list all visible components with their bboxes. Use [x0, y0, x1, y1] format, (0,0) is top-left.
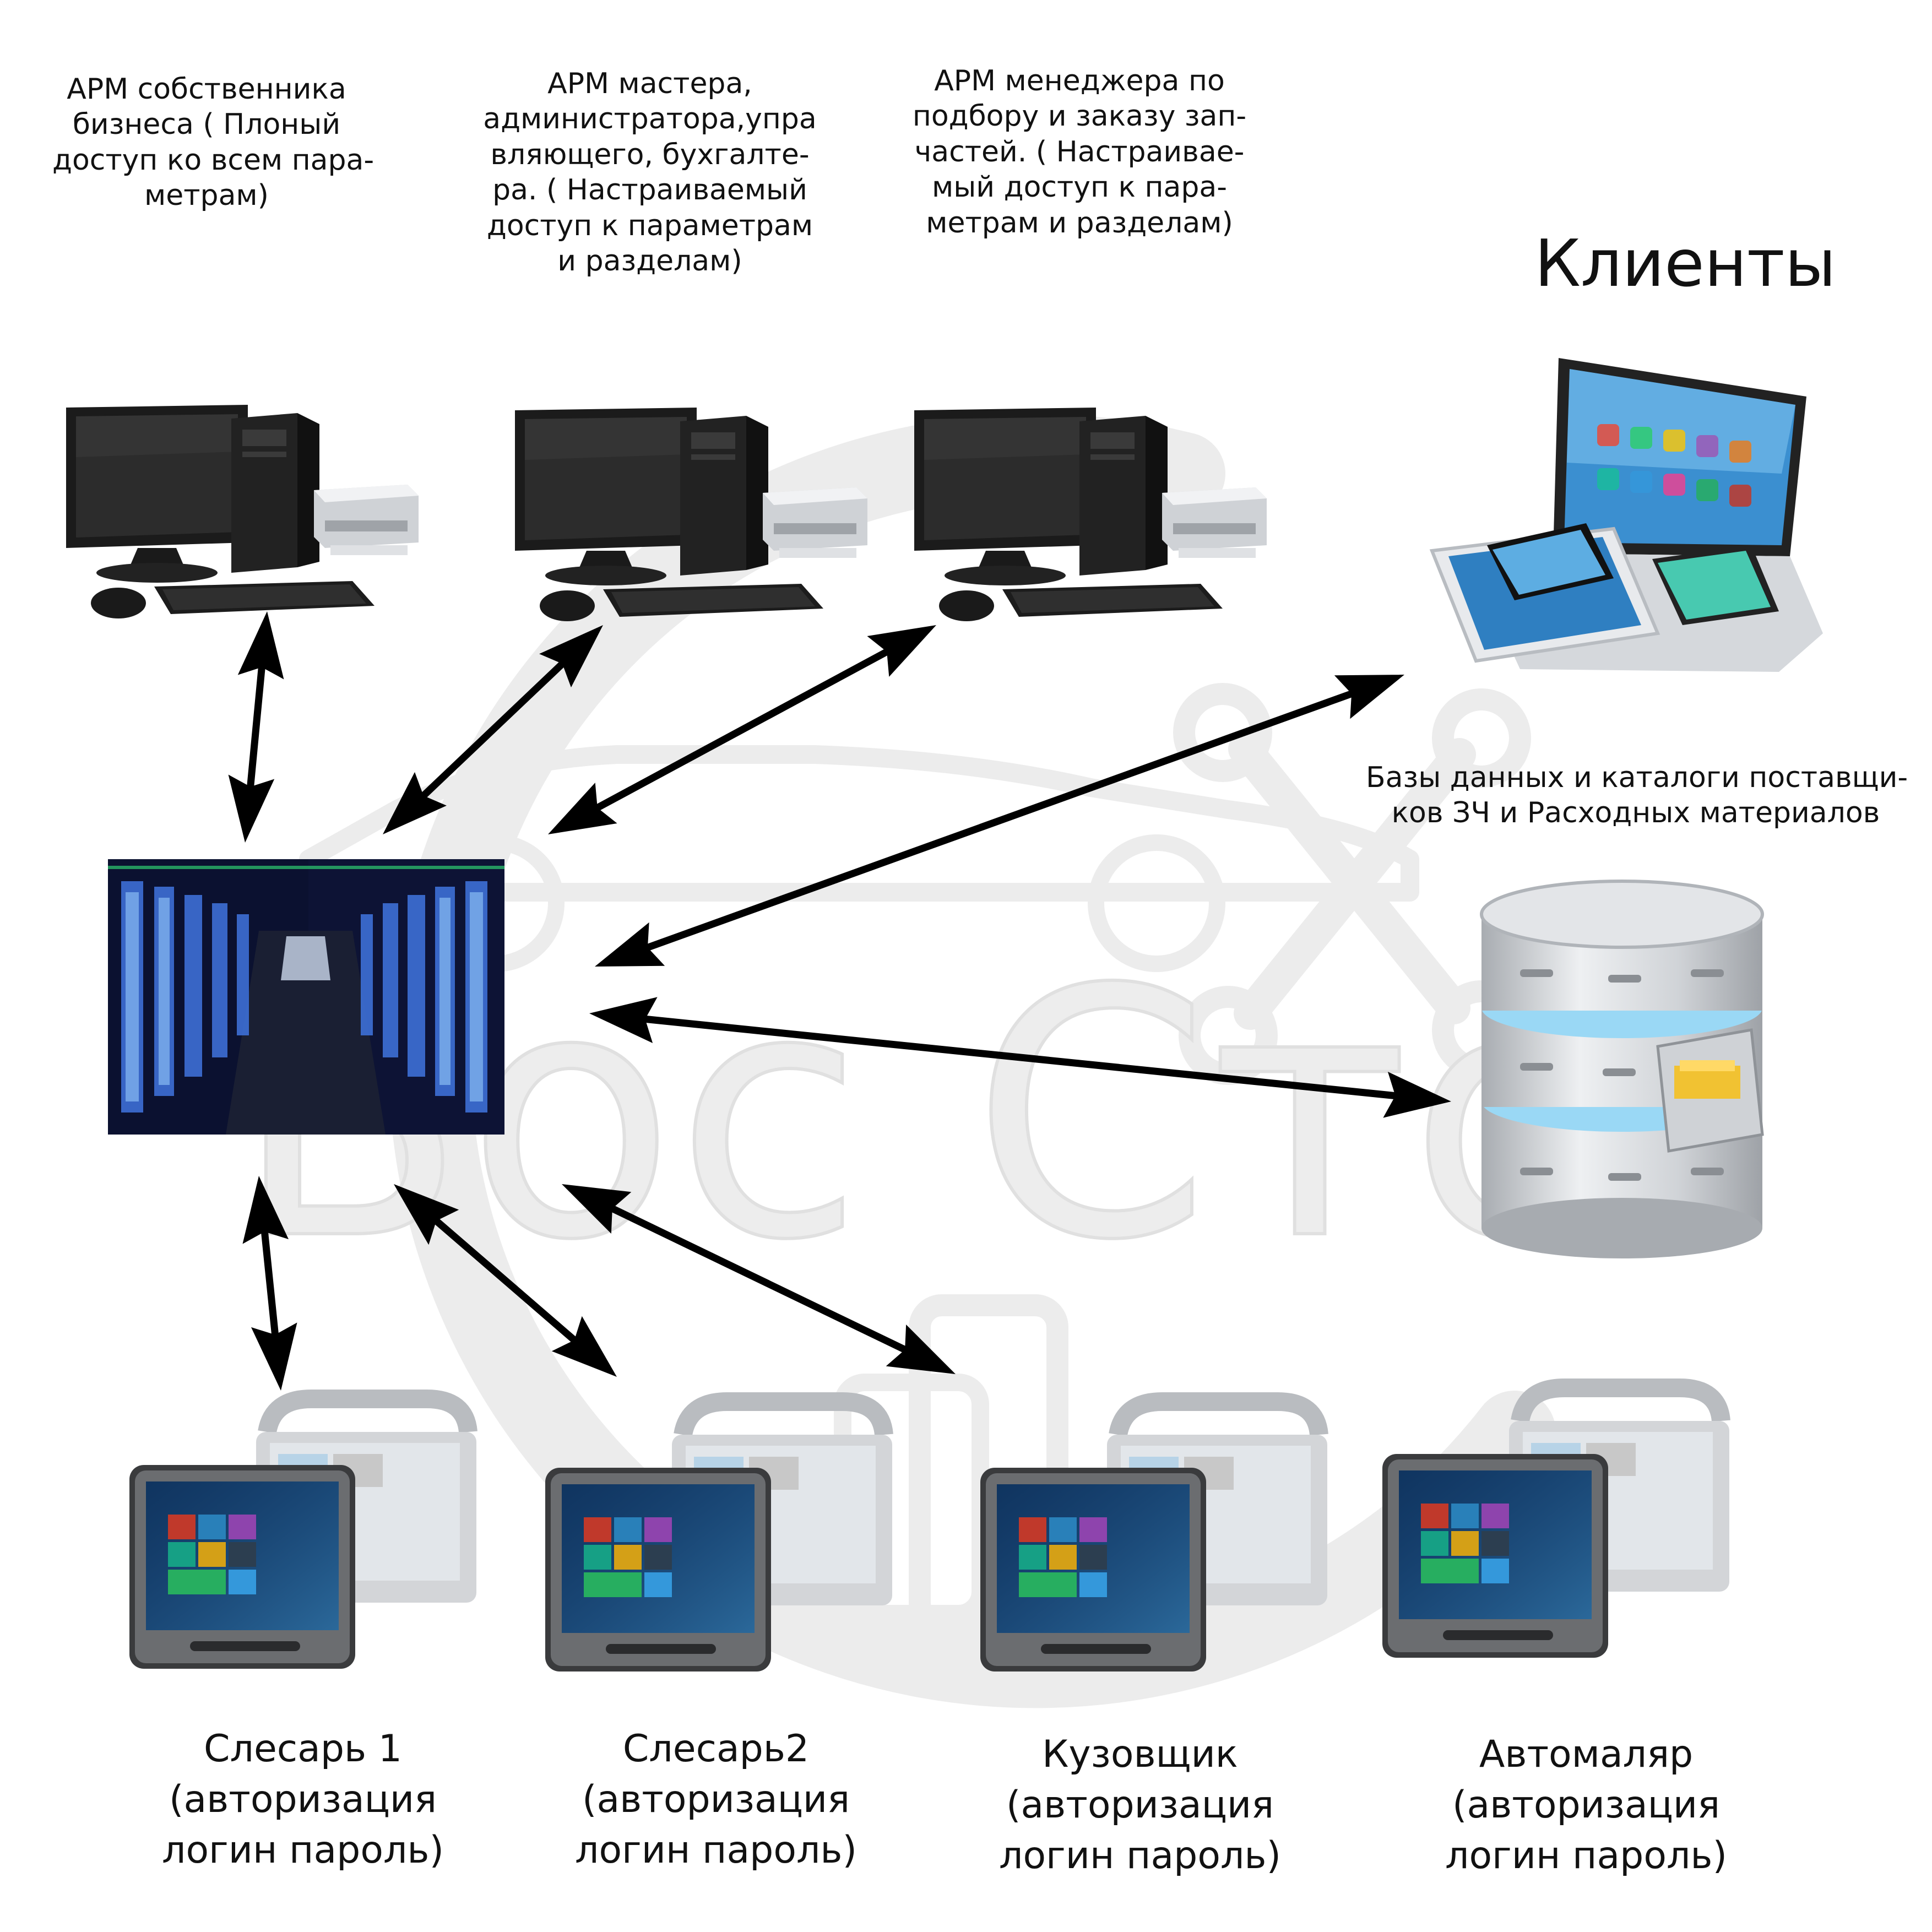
arrow-server-tablet-3-shaft — [607, 1203, 910, 1355]
arrow-server-databases-head-start — [589, 997, 658, 1043]
arrow-server-tablet-2-head-start — [394, 1184, 459, 1245]
arrow-server-tablet-3-head-end — [886, 1325, 956, 1374]
watermark-wrench-head-1 — [1173, 683, 1272, 782]
manager-workstation-caption: АРМ менеджера по подбору и заказу зап- ч… — [912, 64, 1247, 240]
arrow-server-tablet-2-shaft — [431, 1215, 579, 1345]
arrow-server-manager-head-end — [548, 783, 617, 834]
arrow-server-databases-head-end — [1383, 1072, 1451, 1118]
arrow-server-owner — [228, 611, 284, 843]
watermark-wrench-head-2 — [1432, 688, 1531, 788]
arrow-server-manager-head-start — [867, 625, 936, 677]
worker-role: Слесарь2 — [622, 1727, 810, 1771]
arrow-server-databases-shaft — [641, 1015, 1399, 1100]
worker-caption-2: Слесарь2 (авторизация логин пароль) — [551, 1724, 881, 1875]
arrow-server-tablet-1-head-end — [251, 1322, 297, 1391]
owner-workstation-caption: АРМ собственника бизнеса ( Плоный доступ… — [52, 73, 375, 213]
arrow-server-master — [383, 625, 603, 834]
arrow-server-owner-head-end — [228, 774, 275, 843]
arrow-server-owner-shaft — [246, 663, 266, 791]
watermark-car-wheel-rear — [1088, 834, 1225, 972]
arrow-server-tablet-2 — [394, 1184, 617, 1377]
arrow-server-master-shaft — [419, 659, 567, 801]
worker-role: Слесарь 1 — [204, 1727, 402, 1771]
arrow-server-tablet-1 — [242, 1176, 297, 1391]
arrow-server-tablet-1-head-start — [242, 1176, 289, 1244]
clients-title: Клиенты — [1534, 225, 1836, 301]
arrow-server-databases — [589, 997, 1451, 1118]
arrow-server-tablet-2-head-end — [551, 1316, 617, 1377]
arrow-server-clients-head-start — [1334, 675, 1404, 719]
watermark-wrench-head-3 — [1179, 986, 1278, 1085]
arrow-server-tablet-3 — [562, 1184, 956, 1374]
worker-caption-4: Автомаляр (авторизация логин пароль) — [1421, 1729, 1751, 1881]
server-datacenter-icon — [108, 859, 504, 1135]
arrow-server-clients-shaft — [643, 689, 1356, 952]
arrow-server-manager — [548, 625, 936, 834]
master-workstation-caption: АРМ мастера, администратора,упра вляющег… — [483, 67, 817, 278]
arrow-server-tablet-3-head-start — [562, 1184, 632, 1234]
arrow-server-manager-shaft — [593, 647, 892, 813]
worker-role: Кузовщик — [1042, 1733, 1238, 1776]
worker-caption-3: Кузовщик (авторизация логин пароль) — [975, 1729, 1305, 1881]
worker-caption-1: Слесарь 1 (авторизация логин пароль) — [138, 1724, 468, 1875]
watermark-car — [299, 745, 1419, 902]
worker-role: Автомаляр — [1479, 1733, 1694, 1776]
arrow-server-clients-head-end — [595, 922, 665, 967]
database-cabinet-icon — [1480, 880, 1764, 1258]
arrow-server-owner-head-start — [237, 611, 284, 680]
arrow-server-master-head-start — [539, 625, 603, 688]
arrow-server-tablet-1-shaft — [261, 1228, 279, 1339]
clients-devices-icon — [1429, 358, 1823, 672]
watermark-wrench-2 — [1234, 738, 1476, 1030]
arrow-server-clients — [595, 675, 1404, 967]
arrow-server-master-head-end — [383, 772, 447, 834]
databases-caption: Базы данных и каталоги поставщи- ков ЗЧ … — [1366, 761, 1908, 830]
